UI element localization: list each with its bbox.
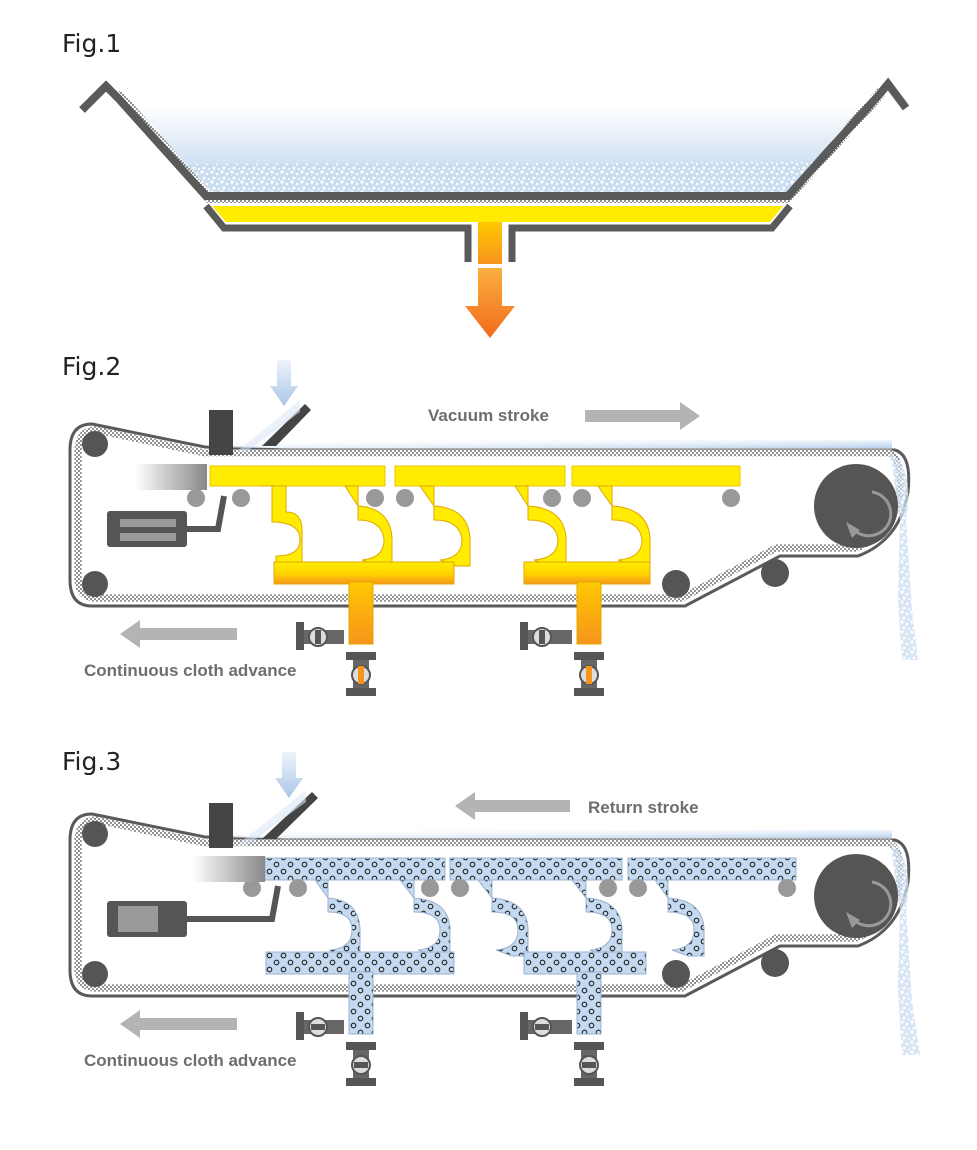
- valve-left-horizontal: [296, 622, 344, 650]
- tray-rollers: [187, 489, 740, 507]
- roller-bottom-mid: [662, 570, 690, 598]
- wash-manifold: [265, 879, 705, 1035]
- vacuum-stroke-arrow: [585, 402, 700, 430]
- fig1-label: Fig.1: [62, 29, 121, 58]
- drain-channel: [212, 206, 783, 222]
- vacuum-manifold: [258, 485, 651, 645]
- sediment-layer: [176, 162, 820, 196]
- cloth-advance-label: Continuous cloth advance: [84, 661, 297, 680]
- tray-rollers: [243, 879, 796, 897]
- fig3-label: Fig.3: [62, 747, 121, 776]
- return-stroke-label: Return stroke: [588, 798, 699, 817]
- vacuum-trays: [209, 465, 741, 487]
- valve-right-horizontal: [520, 1012, 572, 1040]
- drive-drum: [814, 464, 898, 548]
- valve-left-vertical: [346, 1042, 376, 1086]
- roller-bottom-left: [82, 571, 108, 597]
- drive-cylinder: [107, 511, 187, 547]
- cloth-tray: [193, 856, 265, 882]
- slurry-on-cloth: [222, 440, 892, 448]
- valve-right-vertical: [574, 1042, 604, 1086]
- discharge-cake: [890, 452, 918, 660]
- cloth-tray: [135, 464, 207, 490]
- piston-rod: [187, 495, 227, 532]
- feed-arrow: [275, 752, 303, 798]
- roller-top-left: [82, 821, 108, 847]
- valve-right-vertical: [574, 652, 604, 696]
- drain-pipe: [478, 222, 502, 264]
- feed-box: [262, 792, 318, 839]
- wash-trays: [264, 857, 797, 881]
- vacuum-stroke-label: Vacuum stroke: [428, 406, 549, 425]
- feed-box: [262, 404, 311, 446]
- valve-left-vertical: [346, 652, 376, 696]
- return-stroke-arrow: [455, 792, 570, 820]
- drive-drum: [814, 854, 898, 938]
- pan-frame-bottom: [203, 203, 793, 262]
- valve-right-horizontal: [520, 622, 572, 650]
- valve-left-horizontal: [296, 1012, 344, 1040]
- pan-frame-top: [79, 77, 910, 200]
- figure-3: Fig.3 Return stroke: [62, 747, 920, 1086]
- feed-arrow: [270, 360, 298, 406]
- roller-bottom-left: [82, 961, 108, 987]
- feed-weir: [209, 803, 233, 848]
- fig2-label: Fig.2: [62, 352, 121, 381]
- piston-rod: [187, 885, 281, 922]
- cloth-advance-label: Continuous cloth advance: [84, 1051, 297, 1070]
- cloth-advance-arrow: [120, 620, 237, 648]
- roller-top-left: [82, 431, 108, 457]
- roller-bottom-mid: [662, 960, 690, 988]
- belt-loop: [68, 422, 911, 608]
- valves-fig2: [296, 622, 604, 696]
- belt-loop: [68, 812, 911, 998]
- discharge-cake: [890, 842, 920, 1055]
- slurry-on-cloth: [222, 830, 892, 838]
- feed-weir: [209, 410, 233, 455]
- roller-tension: [761, 559, 789, 587]
- rotation-arrow-icon: [850, 880, 893, 928]
- valves-fig3: [296, 1012, 604, 1086]
- roller-tension: [761, 949, 789, 977]
- rotation-arrow-icon: [850, 490, 893, 538]
- figure-1: Fig.1: [62, 29, 910, 338]
- filtrate-arrow: [465, 268, 515, 338]
- cloth-advance-arrow: [120, 1010, 237, 1038]
- feed-flow: [236, 790, 306, 846]
- feed-flow: [236, 400, 300, 452]
- figure-2: Fig.2 Vacuum stroke: [62, 352, 918, 696]
